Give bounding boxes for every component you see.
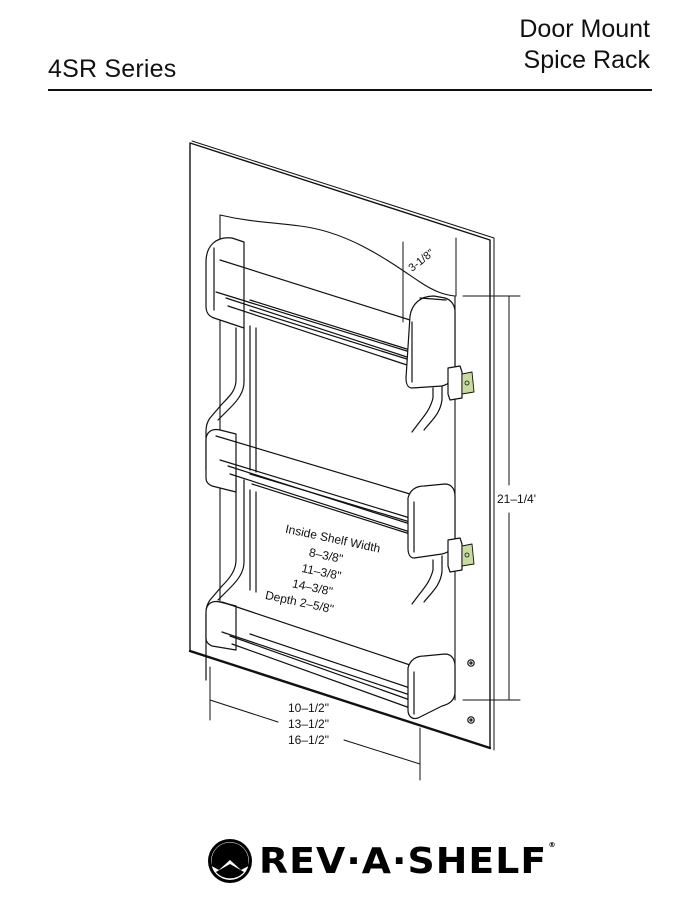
product-title: Door Mount Spice Rack [519,14,650,76]
height-label: 21–1/4' [497,492,536,506]
dimension-top-depth [402,237,457,323]
shelf-bottom [205,600,456,720]
brand-wordmark: REV·A·SHELF® [259,841,557,882]
series-title: 4SR Series [48,55,177,83]
mounting-bracket-upper [447,365,475,401]
product-title-line1: Door Mount [519,15,650,43]
overall-width-2: 13–1/2" [288,717,329,731]
registered-mark: ® [548,840,557,849]
shelf-top [205,237,456,389]
dimension-overall-width [209,666,421,781]
screw-holes [467,659,475,724]
brand-logo: REV·A·SHELF® [207,838,556,884]
brand-mountain-icon [208,839,252,883]
overall-width-3: 16–1/2" [288,733,329,747]
brand-name: REV·A·SHELF [259,840,548,882]
inside-width-1: 8–3/8" [308,545,344,566]
dimension-height [462,295,521,701]
door-panel [188,140,495,751]
mounting-bracket-lower [447,537,475,573]
shelf-middle [205,428,456,593]
overall-width-1: 10–1/2" [288,701,329,715]
product-title-line2: Spice Rack [523,46,650,74]
header-rule [48,89,652,91]
